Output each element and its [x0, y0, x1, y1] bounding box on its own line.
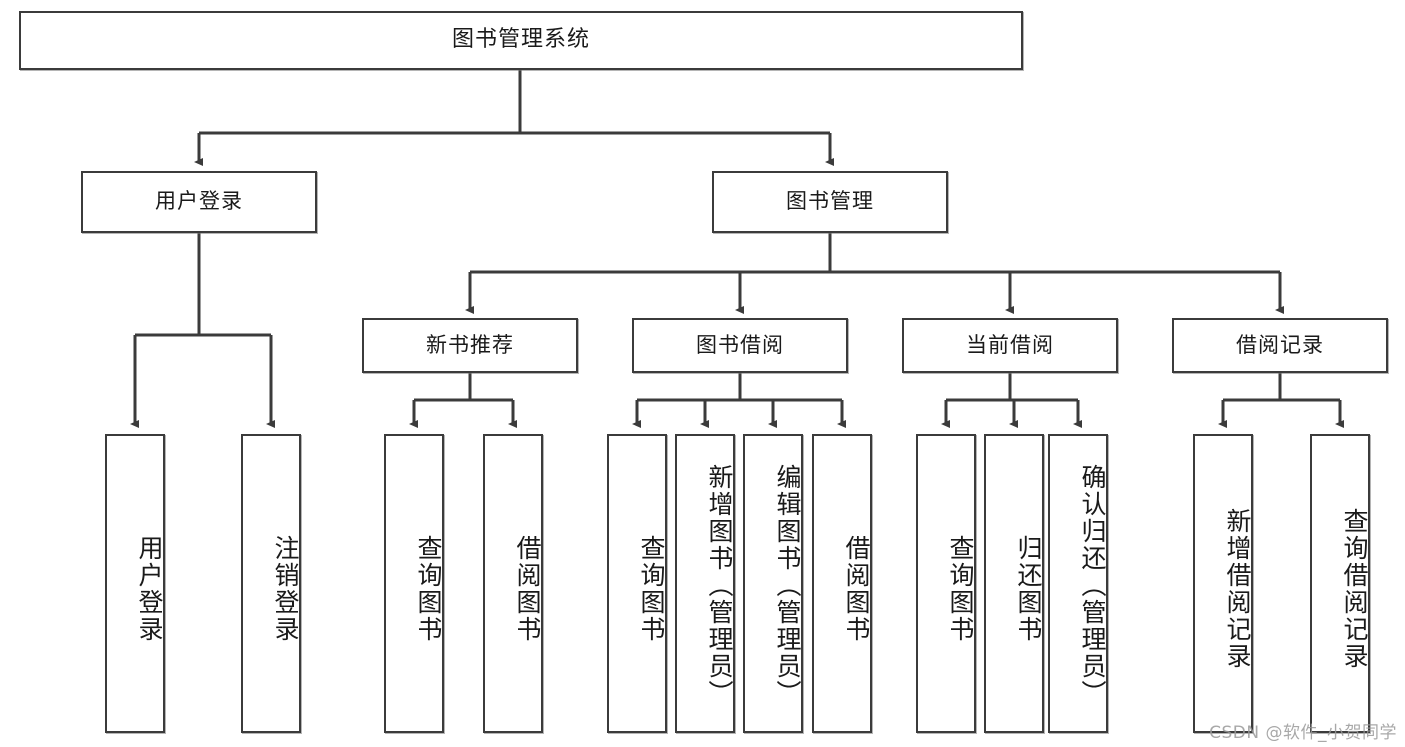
leaf-label: 确认归还（管理员） — [1078, 464, 1107, 707]
leaf-label: 借阅图书 — [842, 534, 871, 643]
leaf-user-login-logout[interactable]: 注销登录 — [241, 434, 301, 733]
leaf-book-borrow-borrow[interactable]: 借阅图书 — [812, 434, 872, 733]
leaf-book-borrow-query[interactable]: 查询图书 — [607, 434, 667, 733]
watermark-text: CSDN @软件_小贺同学 — [1209, 723, 1397, 743]
node-current-borrow[interactable]: 当前借阅 — [902, 318, 1118, 373]
leaf-borrow-record-query[interactable]: 查询借阅记录 — [1310, 434, 1370, 733]
leaf-label: 归还图书 — [1014, 534, 1043, 643]
leaf-label: 新增借阅记录 — [1223, 507, 1252, 670]
leaf-borrow-record-add[interactable]: 新增借阅记录 — [1193, 434, 1253, 733]
leaf-current-borrow-confirm[interactable]: 确认归还（管理员） — [1048, 434, 1108, 733]
leaf-book-borrow-add[interactable]: 新增图书（管理员） — [675, 434, 735, 733]
leaf-new-book-borrow[interactable]: 借阅图书 — [483, 434, 543, 733]
leaf-current-borrow-return[interactable]: 归还图书 — [984, 434, 1044, 733]
leaf-label: 查询图书 — [414, 534, 443, 643]
leaf-label: 编辑图书（管理员） — [773, 464, 802, 707]
leaf-book-borrow-edit[interactable]: 编辑图书（管理员） — [743, 434, 803, 733]
node-root-system[interactable]: 图书管理系统 — [19, 11, 1023, 70]
node-book-management[interactable]: 图书管理 — [712, 171, 948, 233]
leaf-label: 查询图书 — [946, 534, 975, 643]
leaf-label: 借阅图书 — [513, 534, 542, 643]
leaf-label: 新增图书（管理员） — [705, 464, 734, 707]
node-new-book-recommend[interactable]: 新书推荐 — [362, 318, 578, 373]
leaf-new-book-query[interactable]: 查询图书 — [384, 434, 444, 733]
leaf-label: 查询图书 — [637, 534, 666, 643]
leaf-label: 查询借阅记录 — [1340, 507, 1369, 670]
node-book-borrow[interactable]: 图书借阅 — [632, 318, 848, 373]
node-user-login[interactable]: 用户登录 — [81, 171, 317, 233]
node-borrow-record[interactable]: 借阅记录 — [1172, 318, 1388, 373]
leaf-user-login-login[interactable]: 用户登录 — [105, 434, 165, 733]
leaf-current-borrow-query[interactable]: 查询图书 — [916, 434, 976, 733]
leaf-label: 注销登录 — [271, 534, 300, 643]
leaf-label: 用户登录 — [135, 534, 164, 643]
